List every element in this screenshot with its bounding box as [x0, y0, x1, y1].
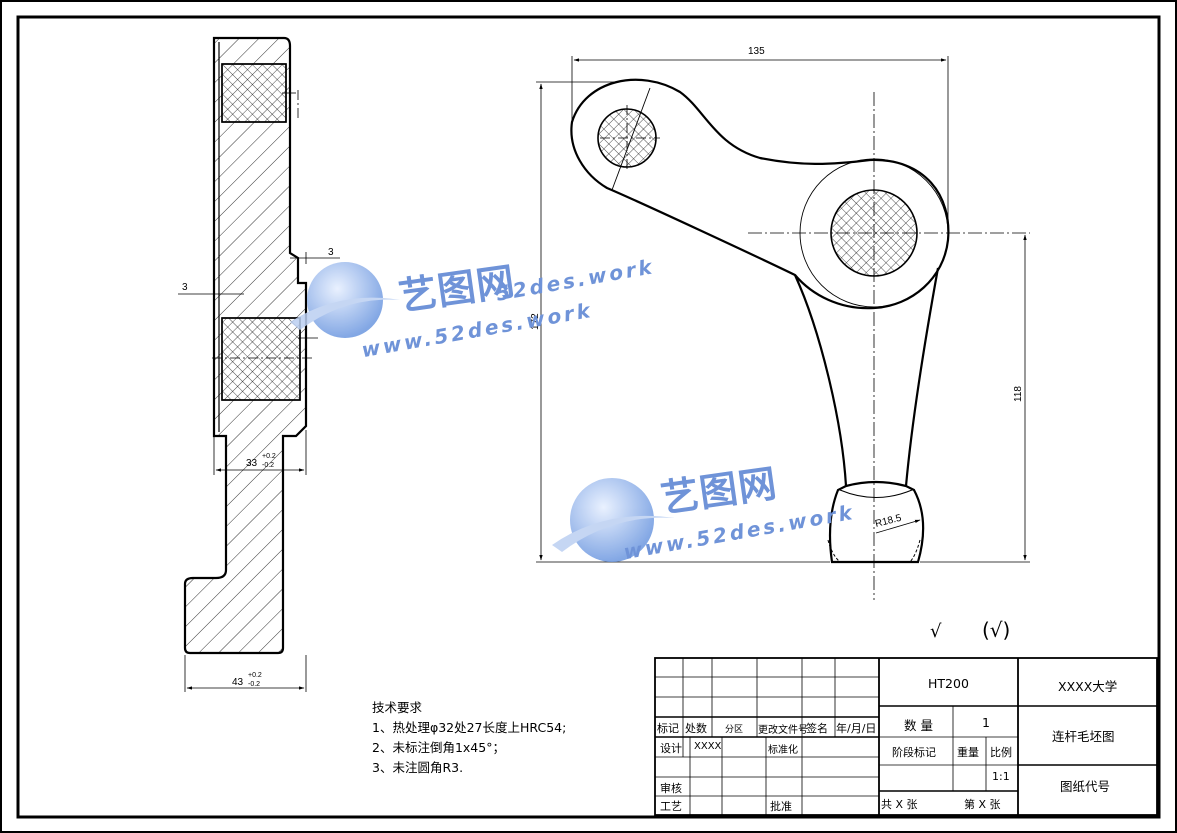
- rev-header-sign: 签名: [806, 722, 828, 735]
- dim-135: 135: [748, 46, 765, 57]
- dim-118: 118: [1013, 386, 1024, 402]
- ball-hatch: [827, 539, 841, 563]
- weight-label: 重量: [957, 746, 979, 759]
- front-view: 135 172 118 R18.5 √ (√): [530, 46, 1030, 642]
- scale-label: 比例: [990, 746, 1012, 759]
- section-line: [611, 87, 651, 191]
- rod-shank-right: [904, 267, 940, 487]
- dim-width-43: 43: [232, 677, 244, 688]
- review-label: 审核: [660, 782, 682, 795]
- section-view: 3 3 33 +0.2 -0.2 43 +0.2 -0.2: [178, 36, 340, 692]
- tol-43-lower: -0.2: [248, 681, 260, 688]
- part-name: 连杆毛坯图: [1052, 729, 1115, 744]
- design-value: XXXX: [694, 741, 722, 752]
- ball-end: [828, 480, 925, 564]
- drawing-code: 图纸代号: [1060, 779, 1111, 794]
- radius-leader: [875, 519, 921, 534]
- upper-bushing-hatch: [221, 63, 287, 123]
- design-label: 设计: [660, 742, 682, 755]
- sheet-number: 第 X 张: [964, 798, 1001, 811]
- rev-header-doc: 更改文件号: [758, 725, 808, 736]
- tech-req-item-1: 1、热处理φ32处27长度上HRC54;: [372, 720, 567, 735]
- roughness-symbol: √: [930, 621, 942, 642]
- tech-req-item-3: 3、未注圆角R3.: [372, 760, 464, 775]
- ball-hatch: [909, 539, 921, 563]
- quantity-label: 数 量: [904, 718, 933, 733]
- total-sheets: 共 X 张: [881, 798, 918, 811]
- rev-header-mark: 标记: [657, 722, 679, 735]
- watermark-logo-1: [290, 262, 400, 338]
- quantity-value: 1: [982, 715, 990, 730]
- tech-req-title: 技术要求: [372, 700, 423, 715]
- approve-label: 批准: [770, 800, 792, 813]
- dim-width-33: 33: [246, 458, 258, 469]
- dim-172: 172: [530, 313, 541, 330]
- tech-req-item-2: 2、未标注倒角1x45°；: [372, 740, 505, 755]
- dim-thick-right: 3: [328, 247, 334, 258]
- watermark-logo-2: [552, 478, 675, 562]
- rod-shank-left: [793, 274, 848, 487]
- rev-header-zone: 分区: [725, 725, 744, 735]
- scale-value: 1:1: [992, 770, 1010, 783]
- technical-requirements: 技术要求 1、热处理φ32处27长度上HRC54; 2、未标注倒角1x45°； …: [372, 698, 566, 778]
- title-block-grid: [654, 657, 1158, 816]
- lower-bushing-hatch: [221, 317, 301, 401]
- standardize-label: 标准化: [768, 745, 798, 756]
- ball-neck: [839, 489, 913, 498]
- dim-radius: R18.5: [874, 513, 903, 530]
- process-label: 工艺: [660, 800, 682, 813]
- stage-mark: 阶段标记: [892, 746, 936, 759]
- tol-33-upper: +0.2: [262, 453, 276, 460]
- tol-33-lower: -0.2: [262, 462, 274, 469]
- rev-header-count: 处数: [685, 722, 707, 735]
- roughness-other: (√): [982, 618, 1010, 642]
- tol-43-upper: +0.2: [248, 672, 262, 679]
- dim-thick-left: 3: [182, 282, 188, 293]
- material: HT200: [928, 676, 969, 691]
- drawing-frame: [16, 15, 1161, 819]
- rev-header-date: 年/月/日: [836, 722, 877, 735]
- school-name: XXXX大学: [1058, 679, 1118, 694]
